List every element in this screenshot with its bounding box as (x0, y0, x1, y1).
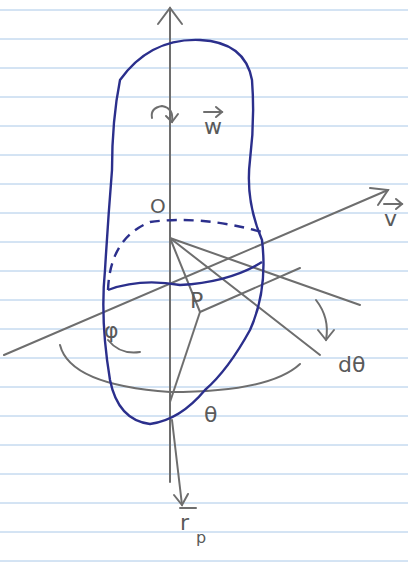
angle-increment-label: dθ (338, 354, 365, 376)
rigid-body (103, 40, 263, 424)
subscript-label: p (196, 530, 206, 546)
angle-label: θ (204, 404, 217, 426)
angle-label: φ (104, 320, 119, 342)
axes (4, 8, 402, 508)
origin-label: O (150, 196, 166, 216)
paper-lines (0, 10, 408, 561)
point-label: P (190, 290, 203, 312)
velocity-label: v (384, 208, 397, 230)
position-vector-label: r (180, 512, 189, 534)
angular-velocity-label: w (204, 116, 222, 138)
